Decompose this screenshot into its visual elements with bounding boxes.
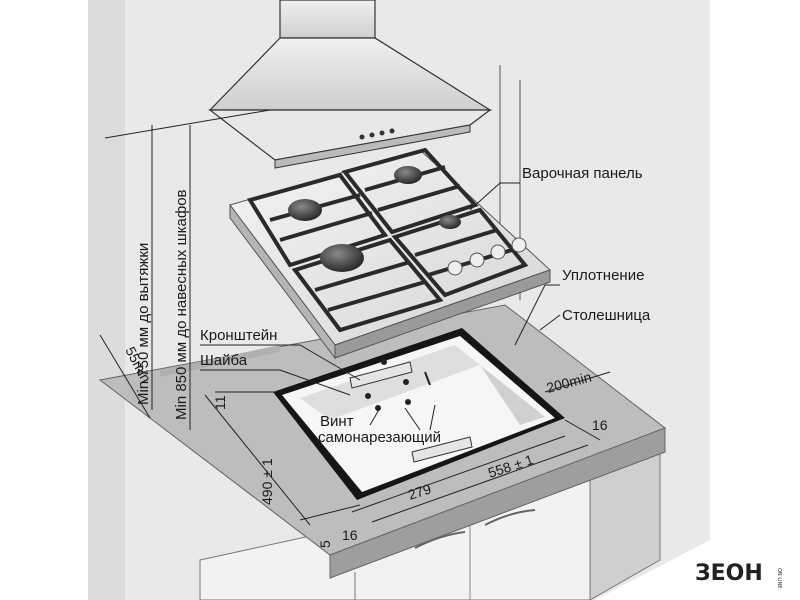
label-self-tapping: самонарезающий (318, 429, 441, 446)
label-washer: Шайба (200, 352, 248, 369)
dimension-lines (204, 371, 611, 526)
label-seal: Уплотнение (562, 267, 644, 284)
dim-279: 279 (406, 480, 433, 503)
side-wall-left (88, 0, 125, 600)
logo-text: ЗЕОН (695, 561, 763, 586)
leader-lines (200, 182, 561, 431)
logo-small-text: ON LINE (776, 568, 782, 588)
label-bracket: Кронштейн (200, 327, 277, 344)
gas-hob (229, 147, 551, 360)
note-cabinet-clearance: Min 850 мм до навесных шкафов (173, 189, 190, 420)
clearance-lines (99, 109, 271, 430)
dim-11: 11 (212, 395, 228, 410)
dim-490: 490 ± 1 (259, 458, 275, 505)
dim-5: 5 (317, 540, 333, 548)
dim-16-front: 16 (342, 527, 358, 543)
label-screw: Винт (320, 413, 354, 430)
dim-16-right: 16 (592, 417, 608, 433)
label-countertop: Столешница (562, 307, 651, 324)
range-hood (208, 0, 493, 169)
note-hood-clearance: Min 750 мм до вытяжки (135, 243, 152, 405)
cutout (273, 328, 565, 500)
zeon-logo: ЗЕОН ON LINE (695, 561, 782, 588)
label-hob: Варочная панель (522, 165, 643, 182)
